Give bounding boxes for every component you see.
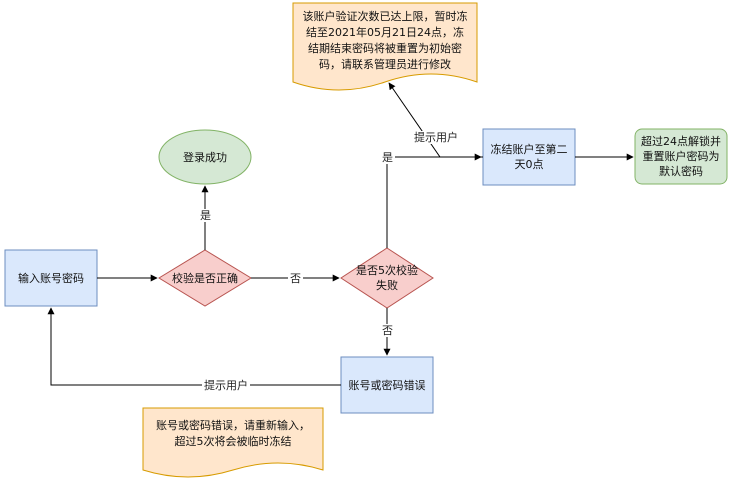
unlock-node-label: 超过24点解锁并重置账户密码为默认密码 <box>641 135 721 178</box>
bottom-note: 账号或密码错误，请重新输入，超过5次将会被临时冻结 <box>143 414 323 462</box>
five-fail-node-label: 是否5次校验失败 <box>356 264 418 292</box>
edge-label-no-error: 否 <box>380 324 395 337</box>
freeze-node: 冻结账户至第二天0点 <box>483 129 575 185</box>
edge-label-yes-success: 是 <box>198 209 213 222</box>
top-note-text: 该账户验证次数已达上限，暂时冻结至2021年05月21日24点，冻结期结束密码将… <box>302 10 468 71</box>
success-node: 登录成功 <box>159 130 251 184</box>
unlock-node: 超过24点解锁并重置账户密码为默认密码 <box>635 129 727 184</box>
bottom-note-shape <box>142 407 324 478</box>
success-node-label: 登录成功 <box>183 150 227 164</box>
edge-label-prompt-top: 提示用户 <box>412 131 460 144</box>
input-box-shape <box>4 249 98 307</box>
input-node-label: 输入账号密码 <box>18 271 84 285</box>
top-note-shape <box>292 2 478 91</box>
freeze-box-shape <box>482 128 576 186</box>
error-node-label: 账号或密码错误 <box>348 378 426 392</box>
edge-error-to-input <box>47 307 341 386</box>
edge-five-fail-to-freeze <box>386 153 482 248</box>
error-node: 账号或密码错误 <box>341 357 433 413</box>
five-fail-node: 是否5次校验失败 <box>355 260 419 296</box>
edge-label-yes-freeze: 是 <box>380 151 395 164</box>
bottom-note-text: 账号或密码错误，请重新输入，超过5次将会被临时冻结 <box>156 419 310 448</box>
edge-freeze-to-top-note <box>388 82 483 158</box>
edge-label-no-five-fail: 否 <box>288 272 303 285</box>
top-note: 该账户验证次数已达上限，暂时冻结至2021年05月21日24点，冻结期结束密码将… <box>293 5 477 77</box>
check-node: 校验是否正确 <box>170 260 240 296</box>
edge-label-prompt-bottom: 提示用户 <box>202 379 250 392</box>
freeze-node-label: 冻结账户至第二天0点 <box>490 143 568 171</box>
success-ellipse-shape <box>158 129 252 185</box>
check-diamond-shape <box>158 249 252 307</box>
input-node: 输入账号密码 <box>5 250 97 306</box>
check-node-label: 校验是否正确 <box>172 271 238 285</box>
unlock-box-shape <box>634 128 728 185</box>
